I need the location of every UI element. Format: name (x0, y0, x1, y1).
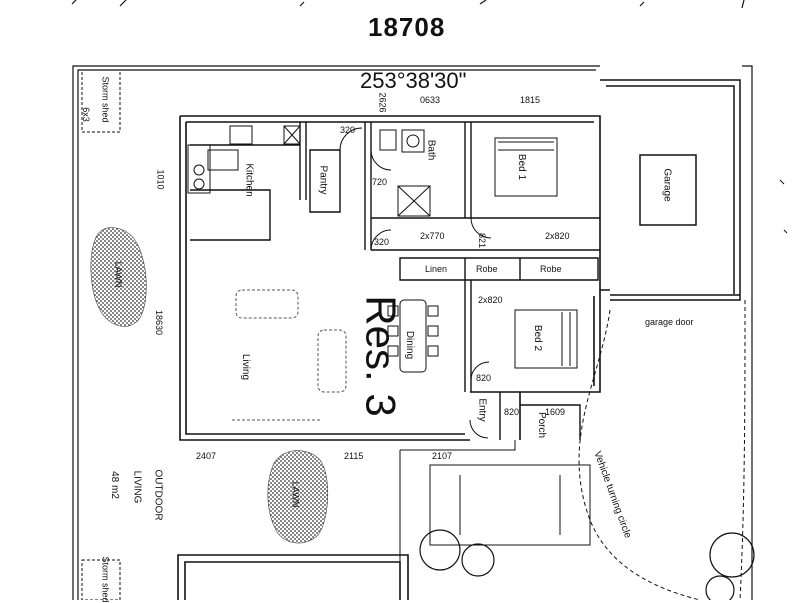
storm-shed-label-bottom: Storm shed (100, 556, 111, 603)
outdoor-living-label: OUTDOOR (152, 469, 164, 521)
dimension-820-bed2-door: 820 (476, 373, 492, 383)
lot-number: 18708 (368, 12, 446, 42)
dimension-320-top: 320 (340, 125, 356, 135)
bath-fixtures (379, 129, 431, 217)
garage-door-label: garage door (645, 317, 694, 327)
room-label-kitchen: Kitchen (243, 163, 255, 197)
dimension-2407: 2407 (196, 451, 217, 461)
room-label-bed2: Bed 2 (532, 324, 544, 352)
room-label-bath: Bath (425, 139, 437, 161)
dimension-18630: 18630 (154, 309, 165, 336)
house-interior-walls (190, 122, 600, 440)
right-edge-mark (779, 179, 788, 234)
trees (419, 529, 755, 600)
room-label-porch: Porch (536, 411, 548, 439)
dimension-2107: 2107 (432, 451, 453, 461)
bed-2-furniture (514, 309, 578, 369)
room-label-bed1: Bed 1 (516, 153, 528, 181)
dimension-2x820-bed2: 2x820 (478, 295, 503, 305)
storm-shed-label-top: Storm shed (100, 76, 111, 123)
outdoor-living-label-2: LIVING (131, 470, 143, 504)
dimension-2x820-bed1: 2x820 (545, 231, 570, 241)
room-label-dining: Dining (404, 330, 416, 360)
storm-shed-size-top: 6x3 (80, 107, 91, 122)
driveway (399, 299, 746, 600)
storm-shed-bottom (81, 559, 121, 600)
lawn-label-bottom: LAWN (290, 481, 301, 508)
top-edge-marks (71, 0, 745, 9)
dimension-720: 720 (372, 177, 388, 187)
neighbour-building (177, 554, 409, 600)
dimension-821: 821 (477, 232, 488, 249)
dimension-0633: 0633 (420, 95, 441, 105)
site-boundary (72, 65, 753, 600)
dimension-1609: 1609 (545, 407, 566, 417)
door-swings (339, 127, 492, 439)
room-label-robe-1: Robe (476, 264, 498, 274)
dimension-320-hall: 320 (374, 237, 390, 247)
room-label-garage: Garage (661, 168, 673, 202)
room-label-linen: Linen (425, 264, 448, 274)
room-label-robe-2: Robe (540, 264, 562, 274)
room-label-living: Living (240, 353, 252, 381)
kitchen-fixtures (187, 125, 301, 194)
living-furniture (232, 289, 347, 421)
dimension-1815: 1815 (520, 95, 541, 105)
dimension-1010: 1010 (155, 169, 166, 190)
outdoor-living-area: 48 m2 (108, 471, 120, 499)
lawn-area-left (90, 227, 147, 327)
lawn-label-left: LAWN (113, 261, 124, 288)
room-label-entry: Entry (476, 398, 488, 422)
dimension-2626: 2626 (377, 92, 388, 113)
residence-label: Res. 3 (357, 295, 405, 417)
bed-1-furniture (494, 137, 558, 197)
lawn-area-bottom (267, 450, 329, 544)
dimension-820-entry: 820 (504, 407, 520, 417)
dining-table (387, 299, 439, 373)
room-label-pantry: Pantry (317, 165, 329, 195)
bearing-label: 253°38'30" (360, 68, 467, 93)
dimension-2115: 2115 (344, 451, 364, 461)
house-exterior-walls (179, 115, 610, 441)
garage-structure (600, 79, 741, 301)
dimension-2x770: 2x770 (420, 231, 445, 241)
